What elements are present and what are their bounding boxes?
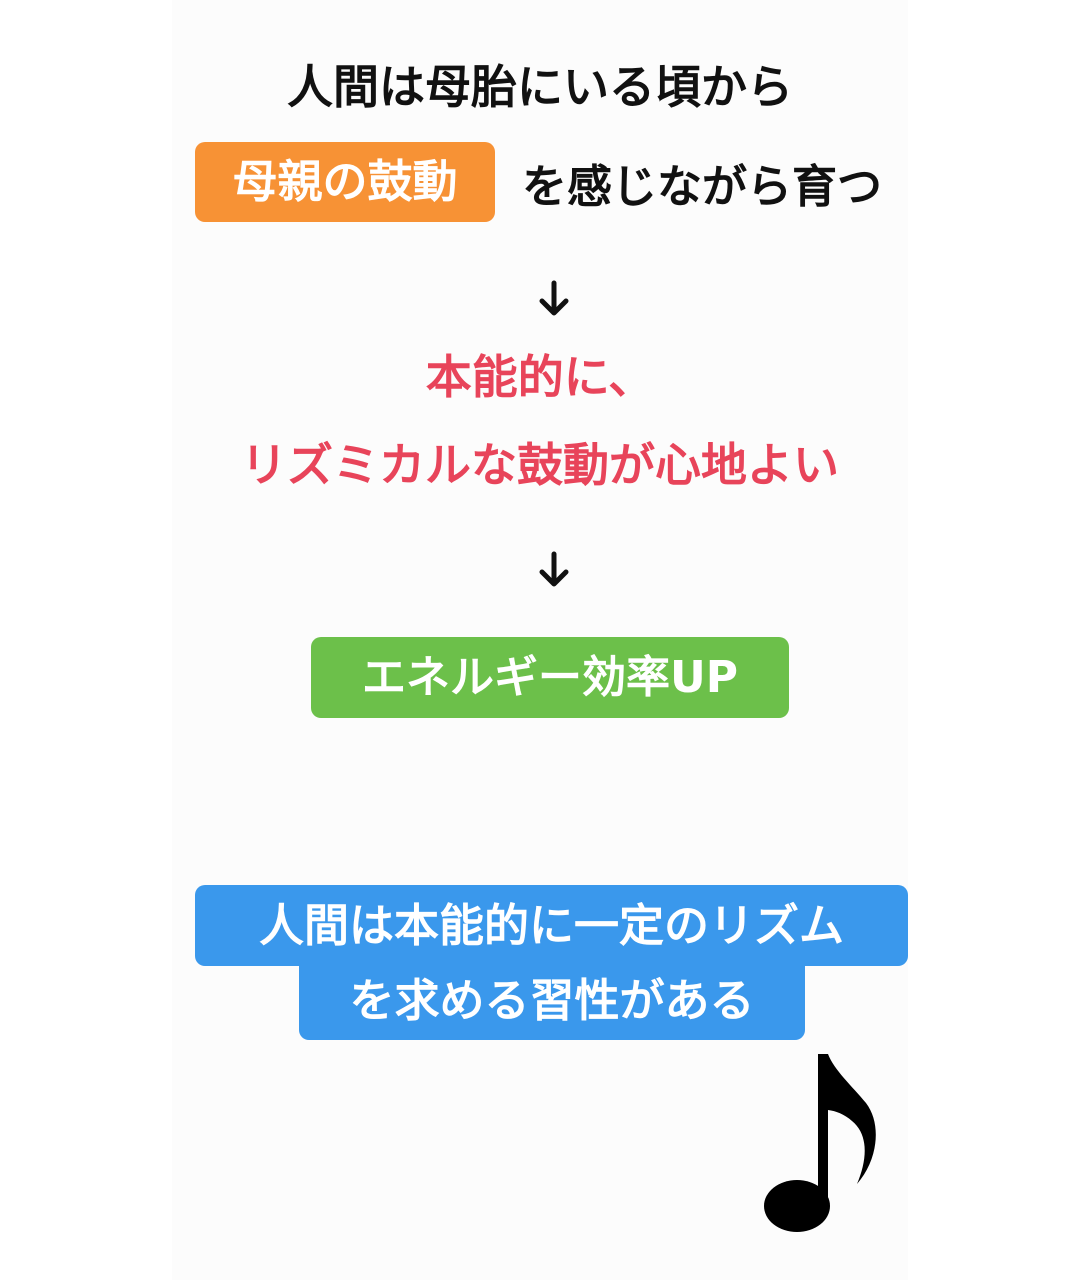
intro-line-2-rest: を感じながら育つ bbox=[522, 160, 883, 213]
orange-highlight-box: 母親の鼓動 bbox=[195, 142, 495, 222]
intro-line-1: 人間は母胎にいる頃から bbox=[287, 60, 793, 114]
green-result-box: エネルギー効率UP bbox=[311, 637, 789, 718]
down-arrow-icon bbox=[539, 551, 569, 587]
down-arrow-icon bbox=[539, 280, 569, 316]
red-line-1: 本能的に、 bbox=[425, 350, 655, 404]
blue-summary-line-2: を求める習性がある bbox=[299, 962, 805, 1040]
blue-summary-line-1: 人間は本能的に一定のリズム bbox=[195, 885, 908, 966]
music-note-icon bbox=[764, 1054, 876, 1232]
red-line-2: リズミカルな鼓動が心地よい bbox=[241, 438, 839, 492]
